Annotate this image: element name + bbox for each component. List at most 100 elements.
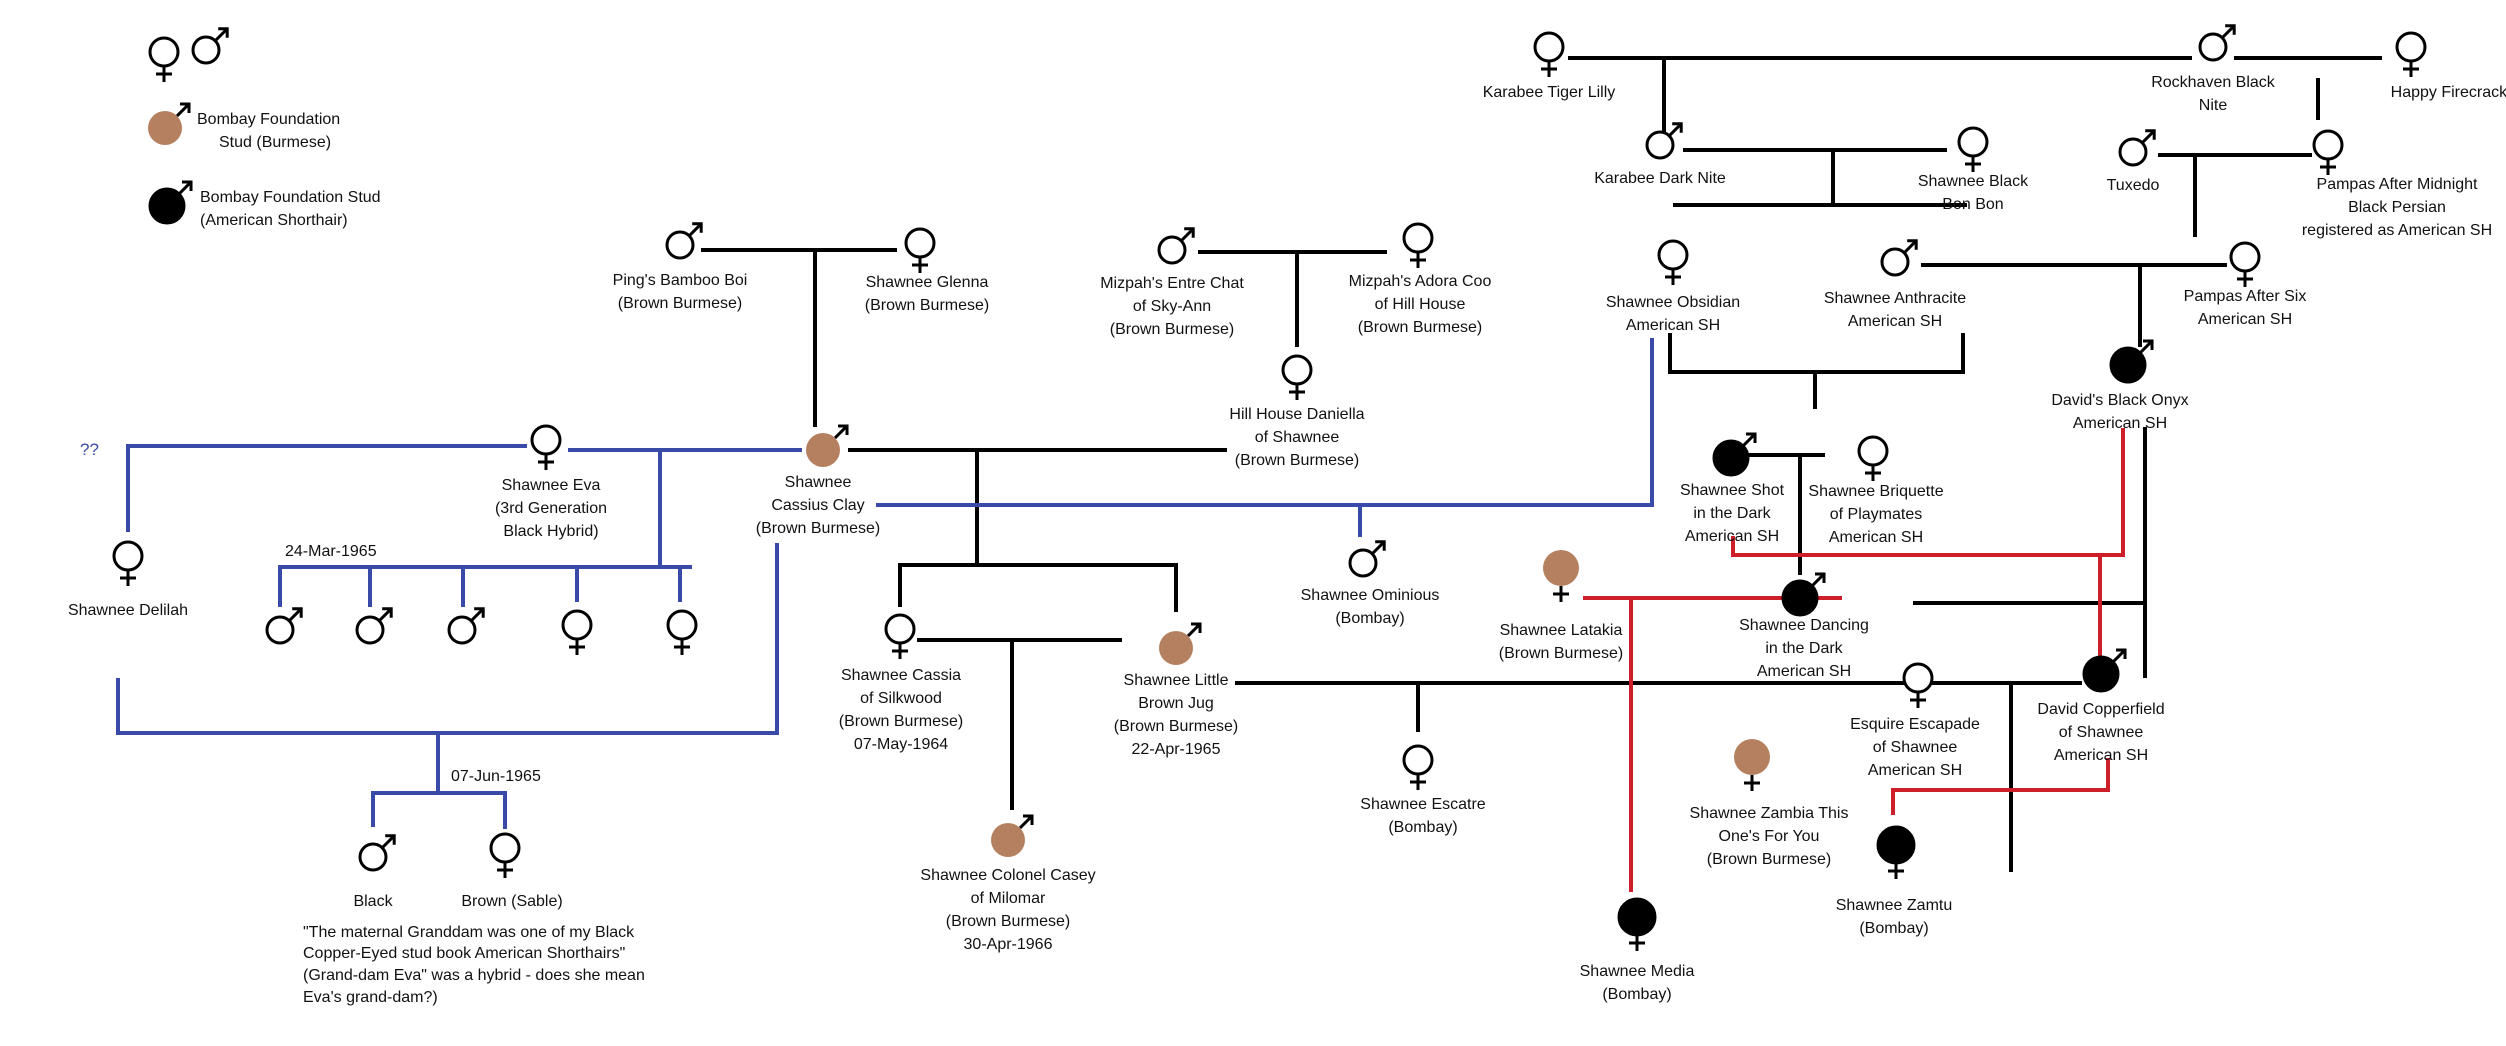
cat-label-line: (Brown Burmese) <box>946 913 1070 930</box>
cat-label-line: Shawnee Obsidian <box>1606 294 1740 311</box>
breeder-note-line: "The maternal Granddam was one of my Bla… <box>303 924 635 941</box>
female-symbol-icon <box>1543 550 1579 602</box>
cat-label-line: Black <box>353 893 393 910</box>
cat-label-line: 22-Apr-1965 <box>1132 741 1221 758</box>
cat-label-line: Black Hybrid) <box>503 523 598 540</box>
cat-label-line: Shawnee Zamtu <box>1836 897 1953 914</box>
cat-label-line: American SH <box>1626 317 1720 334</box>
female-symbol-icon <box>1617 897 1657 951</box>
cat-label-line: 07-May-1964 <box>854 736 948 753</box>
male-symbol-icon <box>355 607 393 645</box>
cat-label-line: of Shawnee <box>2059 724 2144 741</box>
cat-label-line: Shawnee Shot <box>1680 482 1785 499</box>
legend-american-label-2: (American Shorthair) <box>200 212 348 229</box>
cat-label-line: American SH <box>2054 747 2148 764</box>
cat-label-line: Shawnee Escatre <box>1360 796 1486 813</box>
cat-label-line: Shawnee Briquette <box>1808 483 1943 500</box>
female-symbol-icon <box>1957 126 1989 172</box>
female-symbol-icon <box>1402 744 1434 790</box>
cat-label-line: Shawnee Latakia <box>1500 622 1623 639</box>
cat-label-line: (Brown Burmese) <box>1707 851 1831 868</box>
cat-label-line: Shawnee Zambia This <box>1690 805 1849 822</box>
female-symbol-icon <box>1876 825 1916 879</box>
cat-label-line: 30-Apr-1966 <box>964 936 1053 953</box>
male-symbol-icon <box>665 222 703 260</box>
cat-label-line: of Shawnee <box>1255 429 1340 446</box>
cat-label-line: (Brown Burmese) <box>1358 319 1482 336</box>
legend-american-stud-symbol <box>148 180 193 225</box>
breeder-note-line: Eva's grand-dam?) <box>303 989 438 1006</box>
male-symbol-icon <box>2198 24 2236 62</box>
cat-label-line: Hill House Daniella <box>1229 406 1364 423</box>
cat-label-line: (Brown Burmese) <box>839 713 963 730</box>
cat-label-line: American SH <box>2198 311 2292 328</box>
male-symbol-icon <box>358 834 396 872</box>
male-symbol-icon <box>991 814 1034 857</box>
female-symbol-icon <box>1902 662 1934 708</box>
cat-label-line: (Bombay) <box>1335 610 1404 627</box>
cat-label-line: Cassius Clay <box>771 497 864 514</box>
female-symbol-icon <box>1657 239 1689 285</box>
male-symbol-icon <box>1880 239 1918 277</box>
breeder-note-line: Copper-Eyed stud book American Shorthair… <box>303 945 625 962</box>
female-symbol-icon <box>1533 31 1565 77</box>
cat-label-line: of Sky-Ann <box>1133 298 1211 315</box>
female-symbol-icon <box>1734 739 1770 791</box>
female-symbol-icon <box>2395 31 2427 77</box>
legend-burmese-label-2: Stud (Burmese) <box>219 134 331 151</box>
cat-label-line: (Brown Burmese) <box>1499 645 1623 662</box>
cat-label-line: Shawnee Little <box>1124 672 1229 689</box>
male-symbol-icon <box>1645 122 1683 160</box>
cat-label-line: of Shawnee <box>1873 739 1958 756</box>
cat-label-line: in the Dark <box>1765 640 1843 657</box>
cat-label-line: Shawnee <box>785 474 852 491</box>
cat-label-line: David's Black Onyx <box>2051 392 2188 409</box>
female-symbol-icon <box>112 540 144 586</box>
male-symbol-icon <box>1157 227 1195 265</box>
cat-label-line: Shawnee Ominious <box>1301 587 1440 604</box>
cat-label-line: Mizpah's Adora Coo <box>1349 273 1492 290</box>
male-symbol-icon <box>2109 339 2154 384</box>
female-symbol-icon <box>561 609 593 655</box>
lineage-lines <box>116 56 2382 892</box>
cat-label-line: Shawnee Colonel Casey <box>920 867 1095 884</box>
legend-burmese-stud-icon <box>148 102 191 145</box>
cat-label-line: Karabee Dark Nite <box>1594 170 1726 187</box>
male-symbol-icon <box>2082 648 2127 693</box>
cat-label-line: (Bombay) <box>1859 920 1928 937</box>
cat-label-line: Shawnee Cassia <box>841 667 961 684</box>
cat-label-line: (Bombay) <box>1602 986 1671 1003</box>
legend-female-symbol <box>148 36 180 82</box>
cat-label-line: Shawnee Glenna <box>866 274 989 291</box>
cat-label-line: American SH <box>1868 762 1962 779</box>
cat-label-line: American SH <box>1757 663 1851 680</box>
female-symbol-icon <box>2312 129 2344 175</box>
cat-label-line: Shawnee Eva <box>502 477 601 494</box>
legend-american-label-1: Bombay Foundation Stud <box>200 189 381 206</box>
breeder-note-line: (Grand-dam Eva" was a hybrid - does she … <box>303 967 645 984</box>
cat-label-line: Shawnee Anthracite <box>1824 290 1966 307</box>
female-symbol-icon <box>1857 435 1889 481</box>
cat-label-line: (3rd Generation <box>495 500 607 517</box>
male-symbol-icon <box>1159 622 1202 665</box>
cat-label-line: (Brown Burmese) <box>1110 321 1234 338</box>
male-symbol-icon <box>1348 540 1386 578</box>
male-symbol-icon <box>447 607 485 645</box>
cat-label-line: of Milomar <box>971 890 1046 907</box>
cat-label-line: Esquire Escapade <box>1850 716 1980 733</box>
cat-label-line: Black Persian <box>2348 199 2446 216</box>
female-symbol-icon <box>666 609 698 655</box>
cat-label-line: Mizpah's Entre Chat <box>1100 275 1244 292</box>
litter-date-june: 07-Jun-1965 <box>451 768 541 785</box>
cat-label-line: Ping's Bamboo Boi <box>613 272 748 289</box>
cat-label-line: (Brown Burmese) <box>756 520 880 537</box>
cat-label-line: of Hill House <box>1375 296 1466 313</box>
male-symbol-icon <box>265 607 303 645</box>
cat-label-line: of Silkwood <box>860 690 942 707</box>
female-symbol-icon <box>884 613 916 659</box>
cat-label-line: Happy Firecracker <box>2391 84 2506 101</box>
breeder-note: "The maternal Granddam was one of my Bla… <box>303 924 645 1006</box>
cat-label-line: Nite <box>2199 97 2228 114</box>
